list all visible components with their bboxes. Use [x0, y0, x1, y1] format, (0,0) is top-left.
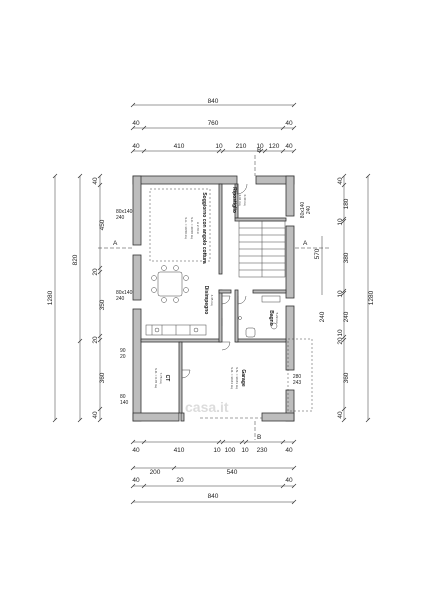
- dim-bot-r2-a: 200: [150, 469, 161, 476]
- dim-bot-r2-b: 540: [227, 469, 238, 476]
- room-soggiorno-name: Soggiorno con angolo cottura: [201, 192, 207, 264]
- dim-top-r2-a: 40: [132, 120, 140, 127]
- dim-top-r3-c: 10: [215, 143, 223, 150]
- dim-top-r3-a: 40: [132, 143, 140, 150]
- walls: [132, 175, 295, 422]
- top-dimensions: 840 40 760 40 40 410 10 210 10 120 40: [130, 98, 297, 154]
- dim-right-d8: 240: [319, 311, 326, 322]
- dim-top-r2-b: 760: [208, 120, 219, 127]
- bottom-dimensions: 40 410 10 100 10 230 40 200 540 40 20 40…: [130, 439, 297, 505]
- room-soggiorno-line3: S.A. = 10.50 mq: [184, 217, 188, 239]
- dim-left-d1: 40: [92, 177, 99, 185]
- dim-right-d7: 10: [337, 329, 344, 337]
- furniture: [145, 183, 313, 419]
- dim-bot-r3-b: 20: [176, 477, 184, 484]
- dim-right-d4: 380: [343, 252, 350, 263]
- window-label-right-1: 80x140240: [300, 202, 312, 219]
- section-a-right: A: [303, 240, 308, 247]
- dim-right-inner: 570: [314, 248, 321, 259]
- dim-left-d2: 450: [99, 219, 106, 230]
- dim-bot-r1-e: 10: [241, 447, 249, 454]
- room-soggiorno-line2: S.C. = 40.58 mq: [190, 217, 194, 239]
- dim-top-r3-e: 10: [256, 143, 264, 150]
- room-bagno-line1: 5.29 mq: [275, 313, 279, 324]
- room-ct-line1: 7.78 mq: [159, 373, 163, 384]
- room-ripostiglio-line2: 0.40 mq: [243, 195, 247, 206]
- dim-total-width-top: 840: [208, 98, 219, 105]
- section-marks: A A B B: [98, 147, 330, 441]
- dim-left-inner: 820: [72, 254, 79, 265]
- dim-top-r3-g: 40: [285, 143, 293, 150]
- room-ct-name: CT: [164, 375, 170, 382]
- room-ct-line2: S.R. = 0.78 mq: [154, 368, 158, 388]
- dim-left-d6: 360: [99, 372, 106, 383]
- dim-bot-r1-a: 40: [132, 447, 140, 454]
- dim-right-d6: 240: [343, 311, 350, 322]
- room-soggiorno-line1: H 2.70 m: [196, 222, 200, 235]
- dim-bot-r1-g: 40: [285, 447, 293, 454]
- dim-right-d1: 40: [337, 177, 344, 185]
- dim-bot-r1-d: 100: [225, 447, 236, 454]
- dim-right-d5: 10: [337, 290, 344, 298]
- dim-right-d9: 20: [337, 337, 344, 345]
- dim-left-d7: 40: [92, 411, 99, 419]
- dim-left-d5: 20: [92, 336, 99, 344]
- room-garage-line1: S.N. = 30.83 mq: [235, 367, 239, 389]
- section-a-left: A: [113, 240, 118, 247]
- dim-top-r3-d: 210: [236, 143, 247, 150]
- dim-bot-r1-f: 230: [257, 447, 268, 454]
- dim-top-r3-b: 410: [174, 143, 185, 150]
- staircase: [238, 220, 286, 278]
- room-ripostiglio-line1: 2.91 mq: [238, 195, 242, 206]
- watermark: casa.it: [185, 399, 229, 415]
- dim-right-d10: 360: [343, 372, 350, 383]
- room-ripostiglio-name: Ripostiglio: [231, 187, 237, 213]
- dim-left-d4: 350: [99, 299, 106, 310]
- dim-left-d3: 20: [92, 268, 99, 276]
- dim-bot-r1-c: 10: [213, 447, 221, 454]
- dim-total-width-bottom: 840: [208, 493, 219, 500]
- dim-right-outer: 1280: [368, 290, 375, 305]
- room-garage-name: Garage: [240, 369, 246, 386]
- dim-top-r2-c: 40: [285, 120, 293, 127]
- room-disimpegno-line1: 4.45 mq: [210, 295, 214, 306]
- dim-left-outer: 1280: [47, 290, 54, 305]
- section-b-bottom: B: [257, 434, 261, 441]
- dim-bot-r3-a: 40: [132, 477, 140, 484]
- room-garage-line2: S.R. = 30.84 mq: [230, 367, 234, 389]
- dim-top-r3-f: 120: [269, 143, 280, 150]
- room-bagno-name: Bagno: [268, 310, 274, 326]
- dim-right-d11: 40: [337, 411, 344, 419]
- section-b-top: B: [257, 147, 261, 154]
- room-disimpegno-name: Disimpegno: [203, 286, 209, 315]
- room-labels: Soggiorno con angolo cottura H 2.70 m S.…: [154, 187, 279, 389]
- dim-right-d3: 10: [337, 218, 344, 226]
- dim-bot-r1-b: 410: [174, 447, 185, 454]
- dim-bot-r3-c: 40: [285, 477, 293, 484]
- right-dimensions: 1280 40 180 10 380 10 240 10 240 20 360 …: [293, 173, 375, 423]
- dim-right-d2: 180: [343, 198, 350, 209]
